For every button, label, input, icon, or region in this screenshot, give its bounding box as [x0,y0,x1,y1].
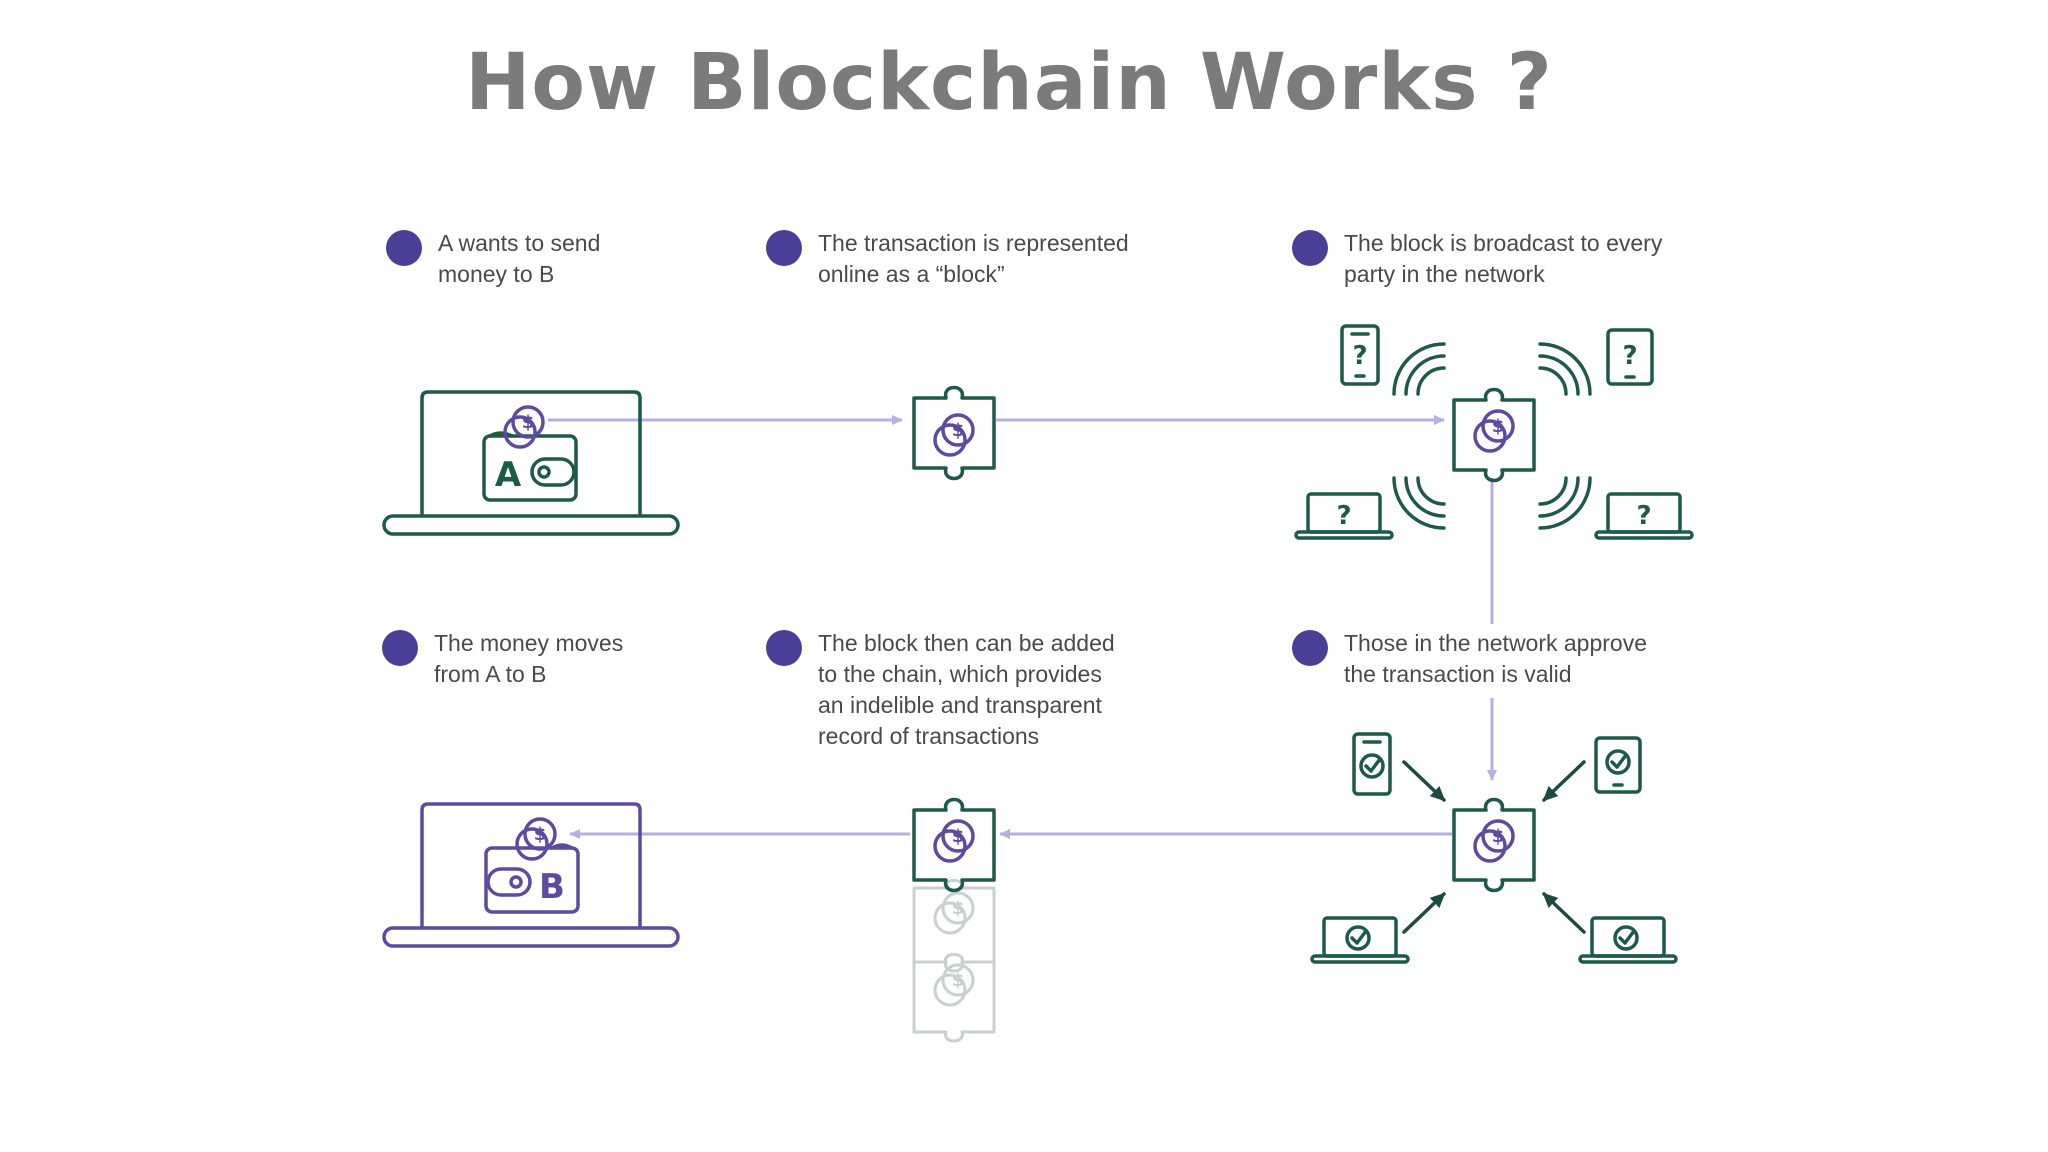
chain-block-faded-1: $ [912,879,996,973]
chain-block-faded-2: $ [912,953,996,1043]
laptop-icon [382,390,680,536]
wallet-letter-a: A [495,455,522,495]
coin-symbol: $ [952,826,965,847]
coin-symbol: $ [952,970,965,991]
step-1-dot [386,230,422,266]
checkmark-icon [1364,757,1382,773]
puzzle-block-icon: $ [1452,797,1536,893]
step-5-dot [766,630,802,666]
coin-icon: $ [503,405,545,449]
step-6: Those in the network approve the transac… [1292,628,1647,690]
tablet-icon [1594,736,1642,794]
step-3-text: The block is broadcast to every party in… [1344,230,1663,287]
coin-symbol: $ [534,824,547,845]
approval-arrow-top-right [1542,760,1586,802]
coin-symbol: $ [522,412,535,433]
checkmark-icon [1610,753,1628,769]
coin-symbol: $ [952,420,965,441]
coin-icon: $ [515,817,557,861]
laptop-icon [382,802,680,948]
step-5: The block then can be added to the chain… [766,628,1115,752]
step-5-text: The block then can be added to the chain… [818,630,1115,749]
laptop-icon: ? [1294,492,1394,540]
laptop-icon [1578,916,1678,964]
step-3-dot [1292,230,1328,266]
step-2: The transaction is represented online as… [766,228,1129,290]
step-1: A wants to send money to B [386,228,600,290]
step-4-text: The money moves from A to B [434,630,624,687]
page-title: How Blockchain Works ? [465,38,1553,128]
step-4-dot [382,630,418,666]
puzzle-block-icon: $ [1452,387,1536,483]
step-6-dot [1292,630,1328,666]
phone-icon: ? [1340,324,1380,386]
coin-symbol: $ [1492,416,1505,437]
checkmark-icon [1618,929,1636,945]
unknown-symbol: ? [1636,501,1651,531]
step-6-text: Those in the network approve the transac… [1344,630,1648,687]
step-4: The money moves from A to B [382,628,623,690]
puzzle-block-icon: $ [912,385,996,481]
unknown-symbol: ? [1336,501,1351,531]
laptop-icon: ? [1594,492,1694,540]
approval-arrow-top-left [1402,760,1446,802]
coin-symbol: $ [1492,826,1505,847]
coin-symbol: $ [952,898,965,919]
approval-arrow-bottom-left [1402,892,1446,934]
step-3: The block is broadcast to every party in… [1292,228,1662,290]
unknown-symbol: ? [1352,341,1367,371]
signal-waves-icon [1392,342,1592,530]
step-2-text: The transaction is represented online as… [818,230,1129,287]
puzzle-block-icon: $ [912,797,996,893]
approval-arrow-bottom-right [1542,892,1586,934]
step-2-dot [766,230,802,266]
wallet-letter-b: B [539,867,565,907]
phone-icon [1352,732,1392,796]
checkmark-icon [1350,929,1368,945]
unknown-symbol: ? [1622,341,1637,371]
tablet-icon: ? [1606,328,1654,386]
step-1-text: A wants to send money to B [438,230,601,287]
laptop-icon [1310,916,1410,964]
